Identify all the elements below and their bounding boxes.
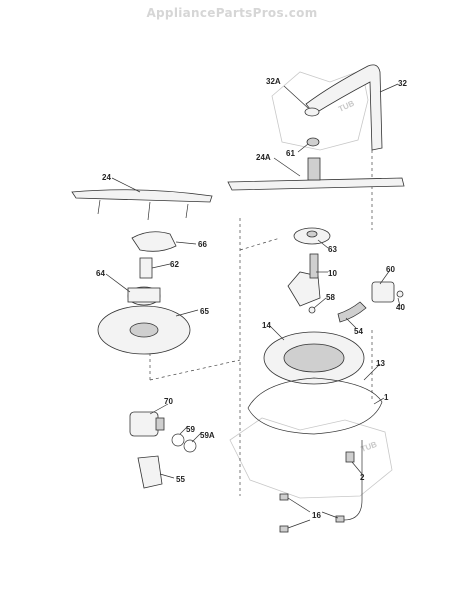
callout-59A: 59A: [200, 431, 215, 440]
part-32A-gasket: [304, 107, 320, 117]
callout-64: 64: [96, 269, 105, 278]
part-62-tube: [139, 257, 153, 279]
part-61-nut: [306, 137, 320, 147]
part-14-sump: [263, 331, 365, 385]
part-13-gasket: [247, 377, 383, 435]
callout-54: 54: [354, 327, 363, 336]
part-16-hose-clips: [279, 493, 345, 533]
callout-14: 14: [262, 321, 271, 330]
part-58-ball: [308, 306, 316, 314]
callout-2: 2: [360, 473, 365, 482]
callout-59: 59: [186, 425, 195, 434]
callout-60: 60: [386, 265, 395, 274]
part-54-hose: [337, 301, 367, 323]
callout-70: 70: [164, 397, 173, 406]
part-40-ring: [396, 290, 404, 298]
callout-62: 62: [170, 260, 179, 269]
callout-66: 66: [198, 240, 207, 249]
callout-32: 32: [398, 79, 407, 88]
part-10-pump-housing: [287, 253, 321, 307]
leader-lines: [105, 83, 401, 529]
part-55-bracket: [137, 455, 163, 489]
callout-32A: 32A: [266, 77, 281, 86]
part-60-motor: [371, 281, 395, 303]
part-64-filter-housing: [127, 286, 161, 306]
watermark: AppliancePartsPros.com: [146, 6, 318, 20]
callout-13: 13: [376, 359, 385, 368]
callout-55: 55: [176, 475, 185, 484]
part-2-clip: [345, 451, 355, 463]
callout-63: 63: [328, 245, 337, 254]
part-59A-o-ring: [183, 439, 197, 453]
callout-24: 24: [102, 173, 111, 182]
callout-58: 58: [326, 293, 335, 302]
drain-hose: [343, 440, 363, 521]
callout-10: 10: [328, 269, 337, 278]
part-59-o-ring: [171, 433, 185, 447]
part-70-drain-pump: [129, 411, 165, 437]
tub-text-top: TUB: [337, 99, 356, 114]
part-24-lower-spray-arm: [71, 189, 213, 221]
callout-1: 1: [384, 393, 389, 402]
part-65-filter-screen: [97, 305, 191, 355]
part-32-upper-spray-tube: [305, 64, 383, 151]
callout-40: 40: [396, 303, 405, 312]
tub-outline-bottom: TUB: [229, 417, 393, 499]
part-66-wash-arm-mount: [131, 231, 177, 252]
tub-text-bottom: TUB: [360, 440, 379, 454]
callout-24A: 24A: [256, 153, 271, 162]
part-24A-upper-spray-arm: [227, 157, 405, 191]
callout-65: 65: [200, 307, 209, 316]
part-63-strainer: [293, 227, 331, 245]
callout-16: 16: [312, 511, 321, 520]
callout-61: 61: [286, 149, 295, 158]
callout-labels: 32A 32 61 24A 24 66 63 62 64 10 60 58 40…: [96, 77, 407, 520]
